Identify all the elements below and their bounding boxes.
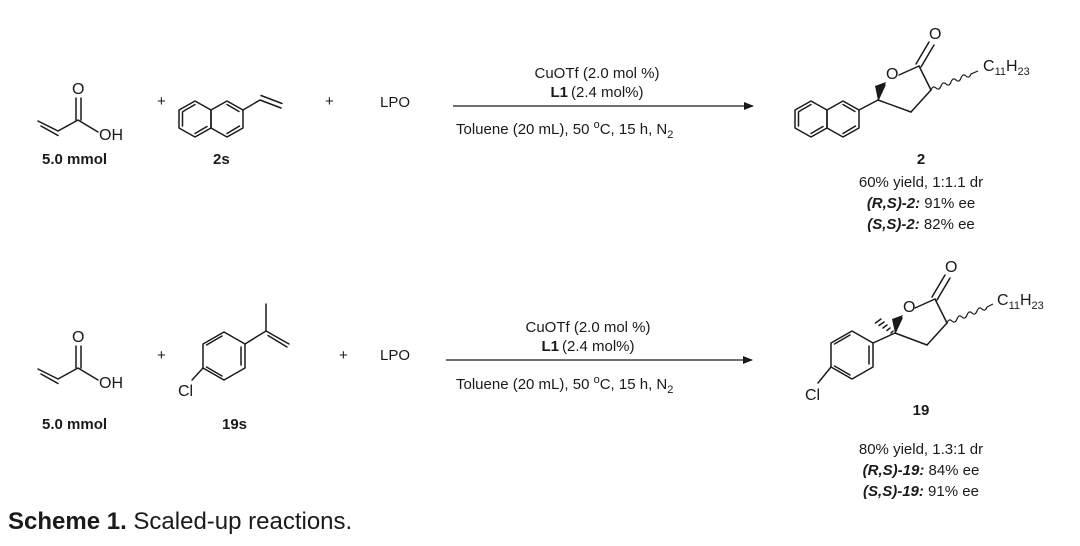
ee-text-ss: (S,S)-19: 91% ee	[863, 483, 979, 500]
ligand-condition: L1(2.4 mol%)	[541, 338, 634, 355]
acid-amount-label: 5.0 mmol	[42, 151, 107, 168]
peroxide-lpo: LPO	[380, 347, 410, 364]
alkene-label-19s: 19s	[222, 416, 247, 433]
acrylic-acid-structure-1: O OH	[37, 81, 123, 144]
acid-carbonyl-o: O	[72, 329, 84, 346]
carbonyl-oxygen: O	[929, 26, 941, 43]
alkyl-chain-label: C11H23	[997, 292, 1044, 312]
catalyst-condition: CuOTf (2.0 mol %)	[525, 319, 650, 336]
plus-sign: +	[157, 347, 166, 364]
chlorine-atom: Cl	[178, 383, 193, 400]
acrylic-acid-structure-2: O OH	[37, 329, 123, 392]
acid-oh: OH	[99, 375, 123, 392]
ee-text-rs: (R,S)-19: 84% ee	[863, 462, 980, 479]
plus-sign: +	[325, 93, 334, 110]
lactone-product-2-structure: O O C11H23	[794, 26, 1030, 138]
reaction-scheme: O OH 5.0 mmol + 2s + LPO CuOTf (2.0 mol …	[37, 26, 1044, 500]
plus-sign: +	[157, 93, 166, 110]
acid-carbonyl-o: O	[72, 81, 84, 98]
chlorine-atom: Cl	[805, 387, 820, 404]
solvent-condition: Toluene (20 mL), 50 oC, 15 h, N2	[456, 374, 673, 396]
acid-amount-label: 5.0 mmol	[42, 416, 107, 433]
acid-oh: OH	[99, 127, 123, 144]
vinylnaphthalene-structure	[178, 94, 283, 138]
lactone-product-19-structure: Cl O O C11H23	[805, 259, 1044, 404]
reaction-2: O OH 5.0 mmol + Cl 19s + LPO CuOTf (2.0 …	[37, 259, 1044, 500]
caption-label: Scheme 1.	[8, 508, 127, 535]
peroxide-lpo: LPO	[380, 94, 410, 111]
product-label-19: 19	[913, 402, 930, 419]
alkyl-chain-label: C11H23	[983, 58, 1030, 78]
catalyst-condition: CuOTf (2.0 mol %)	[534, 65, 659, 82]
scheme-caption: Scheme 1. Scaled-up reactions.	[8, 508, 352, 536]
alkene-label-2s: 2s	[213, 151, 230, 168]
ring-oxygen: O	[903, 299, 915, 316]
ring-oxygen: O	[886, 66, 898, 83]
ligand-condition: L1(2.4 mol%)	[550, 84, 643, 101]
ee-text-rs: (R,S)-2: 91% ee	[867, 195, 975, 212]
reaction-1: O OH 5.0 mmol + 2s + LPO CuOTf (2.0 mol …	[37, 26, 1030, 233]
caption-text: Scaled-up reactions.	[126, 508, 353, 535]
chloro-methylstyrene-structure: Cl	[178, 303, 290, 400]
product-label-2: 2	[917, 151, 925, 168]
plus-sign: +	[339, 347, 348, 364]
yield-dr-text: 60% yield, 1:1.1 dr	[859, 174, 983, 191]
yield-dr-text: 80% yield, 1.3:1 dr	[859, 441, 983, 458]
carbonyl-oxygen: O	[945, 259, 957, 276]
ee-text-ss: (S,S)-2: 82% ee	[867, 216, 975, 233]
solvent-condition: Toluene (20 mL), 50 oC, 15 h, N2	[456, 119, 673, 141]
